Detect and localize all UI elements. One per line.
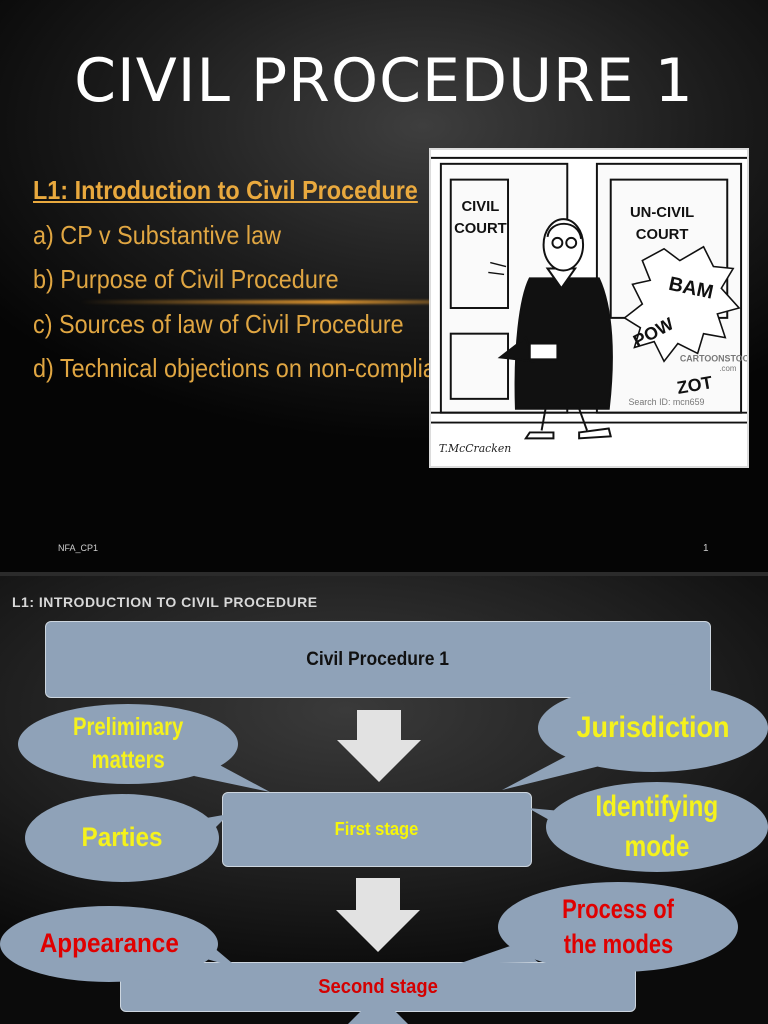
process-of-modes-bubble: Process of the modes xyxy=(458,882,738,972)
bubble-line: mode xyxy=(624,830,690,863)
bubble-text: Appearance xyxy=(39,928,179,959)
left-door-sign-line: CIVIL xyxy=(461,199,499,215)
bubble-line: matters xyxy=(91,746,165,774)
topic-list: L1: Introduction to Civil Procedure a) C… xyxy=(33,168,593,391)
box-label: Second stage xyxy=(318,975,438,998)
down-arrow-icon xyxy=(337,710,421,782)
court-cartoon-image: CIVIL COURT UN-CIVIL COURT BAM POW ZOT xyxy=(429,148,749,468)
bubble-line: the modes xyxy=(563,929,673,959)
cartoonstock-watermark-domain: .com xyxy=(719,364,737,373)
bubble-text: Jurisdiction xyxy=(576,711,730,745)
right-door-sign-line: UN-CIVIL xyxy=(630,205,694,221)
cartoonstock-watermark: CARTOONSTOCK xyxy=(680,353,747,363)
bubble-line: Identifying xyxy=(595,790,719,824)
topic-item: d) Technical objections on non-complianc… xyxy=(33,353,474,383)
slide-2[interactable]: L1: INTRODUCTION TO CIVIL PROCEDURE Civi… xyxy=(0,576,768,1024)
jurisdiction-bubble: Jurisdiction xyxy=(502,684,768,790)
preliminary-matters-bubble: Preliminary matters xyxy=(18,704,270,792)
topic-item: a) CP v Substantive law xyxy=(33,219,281,250)
decorative-glow-line xyxy=(80,300,500,304)
slide-1[interactable]: CIVIL PROCEDURE 1 L1: Introduction to Ci… xyxy=(0,0,768,572)
cartoonstock-search-id: Search ID: mcn659 xyxy=(629,397,705,407)
topic-heading[interactable]: L1: Introduction to Civil Procedure xyxy=(33,175,418,205)
civil-procedure-box: Civil Procedure 1 xyxy=(45,621,711,698)
slide-title: CIVIL PROCEDURE 1 xyxy=(74,46,694,116)
parties-bubble: Parties xyxy=(25,794,229,882)
slide-title: L1: INTRODUCTION TO CIVIL PROCEDURE xyxy=(12,594,318,610)
box-label: First stage xyxy=(335,819,419,839)
identifying-mode-bubble: Identifying mode xyxy=(528,782,768,872)
down-arrow-icon xyxy=(336,878,420,952)
bubble-line: Process of xyxy=(562,893,674,924)
second-stage-box: Second stage xyxy=(120,962,636,1012)
slide-number: 1 xyxy=(703,543,709,554)
topic-item: c) Sources of law of Civil Procedure xyxy=(33,308,404,339)
left-door-sign-line: COURT xyxy=(454,221,507,237)
down-arrow-icon xyxy=(336,1006,420,1024)
slide-footer: NFA_CP1 xyxy=(58,543,99,553)
first-stage-box: First stage xyxy=(222,792,532,867)
artist-signature: T.McCracken xyxy=(439,442,511,455)
box-label: Civil Procedure 1 xyxy=(306,648,450,670)
topic-item: b) Purpose of Civil Procedure xyxy=(33,264,339,294)
bubble-text: Parties xyxy=(81,822,163,853)
right-door-sign-line: COURT xyxy=(636,227,689,243)
appearance-bubble: Appearance xyxy=(0,906,238,982)
bubble-line: Preliminary xyxy=(72,713,184,741)
